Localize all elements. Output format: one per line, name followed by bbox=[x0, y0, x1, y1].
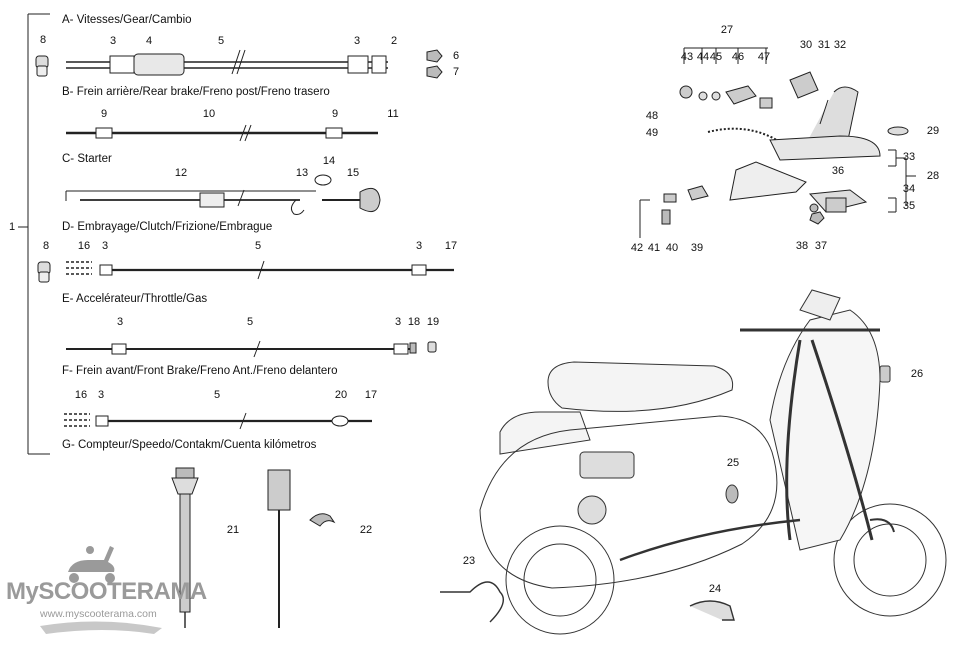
cable-f bbox=[64, 412, 372, 430]
section-title-f: F- Frein avant/Front Brake/Freno Ant./Fr… bbox=[62, 365, 338, 377]
part-number: 3 bbox=[97, 389, 105, 401]
part-number: 42 bbox=[630, 242, 644, 254]
section-title-c: C- Starter bbox=[62, 153, 112, 165]
part-number: 49 bbox=[645, 127, 659, 139]
part-number: 41 bbox=[647, 242, 661, 254]
cable-a bbox=[66, 49, 388, 76]
part-number: 24 bbox=[708, 583, 722, 595]
logo-brand: MySCOOTERAMA bbox=[6, 578, 207, 605]
part-number: 16 bbox=[77, 240, 91, 252]
part-number: 33 bbox=[902, 151, 916, 163]
cable-d bbox=[66, 260, 454, 280]
part-number: 3 bbox=[394, 316, 402, 328]
bracket-1 bbox=[18, 13, 50, 455]
part-number: 3 bbox=[353, 35, 361, 47]
part-number: 10 bbox=[202, 108, 216, 120]
part-number: 1 bbox=[8, 221, 16, 233]
part-number: 3 bbox=[116, 316, 124, 328]
part-number: 36 bbox=[831, 165, 845, 177]
part-number: 17 bbox=[444, 240, 458, 252]
part-number: 23 bbox=[462, 555, 476, 567]
logo-url: www.myscooterama.com bbox=[40, 608, 157, 620]
pedal-kit bbox=[639, 47, 916, 238]
section-title-g: G- Compteur/Speedo/Contakm/Cuenta kilóme… bbox=[62, 439, 317, 451]
cable-c bbox=[65, 174, 381, 215]
part-number: 37 bbox=[814, 240, 828, 252]
part-number: 5 bbox=[254, 240, 262, 252]
part-number: 31 bbox=[817, 39, 831, 51]
part-number: 5 bbox=[217, 35, 225, 47]
part-number: 14 bbox=[322, 155, 336, 167]
part-number: 18 bbox=[407, 316, 421, 328]
part-number: 20 bbox=[334, 389, 348, 401]
section-title-d: D- Embrayage/Clutch/Frizione/Embrague bbox=[62, 221, 273, 233]
part-number: 8 bbox=[42, 240, 50, 252]
part-number: 16 bbox=[74, 389, 88, 401]
part-number: 7 bbox=[452, 66, 460, 78]
part-number: 29 bbox=[926, 125, 940, 137]
part-number: 3 bbox=[109, 35, 117, 47]
part-number: 13 bbox=[295, 167, 309, 179]
part-number: 2 bbox=[390, 35, 398, 47]
part-number: 6 bbox=[452, 50, 460, 62]
section-title-a: A- Vitesses/Gear/Cambio bbox=[62, 14, 192, 26]
nuts-6-7 bbox=[426, 49, 443, 79]
part-number: 17 bbox=[364, 389, 378, 401]
part-number: 9 bbox=[331, 108, 339, 120]
cable-b bbox=[66, 124, 378, 142]
part-number: 3 bbox=[101, 240, 109, 252]
part-number: 45 bbox=[709, 51, 723, 63]
part-number: 15 bbox=[346, 167, 360, 179]
cable-e bbox=[66, 340, 437, 358]
scooter-outline bbox=[440, 289, 947, 635]
part-number: 27 bbox=[720, 24, 734, 36]
part-number: 11 bbox=[387, 108, 399, 120]
part-number: 32 bbox=[833, 39, 847, 51]
part-number: 26 bbox=[910, 368, 924, 380]
part-number: 3 bbox=[415, 240, 423, 252]
part-number: 35 bbox=[902, 200, 916, 212]
part-number: 12 bbox=[174, 167, 188, 179]
part-number: 22 bbox=[359, 524, 373, 536]
part-number: 5 bbox=[213, 389, 221, 401]
section-title-b: B- Frein arrière/Rear brake/Freno post/F… bbox=[62, 86, 330, 98]
part-number: 46 bbox=[731, 51, 745, 63]
part-number: 40 bbox=[665, 242, 679, 254]
part-number: 25 bbox=[726, 457, 740, 469]
part-number: 9 bbox=[100, 108, 108, 120]
part-number: 47 bbox=[757, 51, 771, 63]
part-number: 19 bbox=[426, 316, 440, 328]
logo-scooter-icon bbox=[68, 546, 115, 583]
part-number: 34 bbox=[902, 183, 916, 195]
part-number: 4 bbox=[145, 35, 153, 47]
part-number: 8 bbox=[39, 34, 47, 46]
part-number: 44 bbox=[696, 51, 710, 63]
section-title-e: E- Accelérateur/Throttle/Gas bbox=[62, 293, 208, 305]
part-8a bbox=[35, 55, 49, 77]
part-number: 48 bbox=[645, 110, 659, 122]
part-number: 5 bbox=[246, 316, 254, 328]
part-number: 21 bbox=[226, 524, 240, 536]
part-number: 28 bbox=[926, 170, 940, 182]
part-number: 30 bbox=[799, 39, 813, 51]
part-number: 39 bbox=[690, 242, 704, 254]
speedo-cables bbox=[171, 467, 336, 628]
logo-swoosh bbox=[40, 621, 162, 634]
part-number: 38 bbox=[795, 240, 809, 252]
part-8d bbox=[37, 261, 51, 283]
part-number: 43 bbox=[680, 51, 694, 63]
